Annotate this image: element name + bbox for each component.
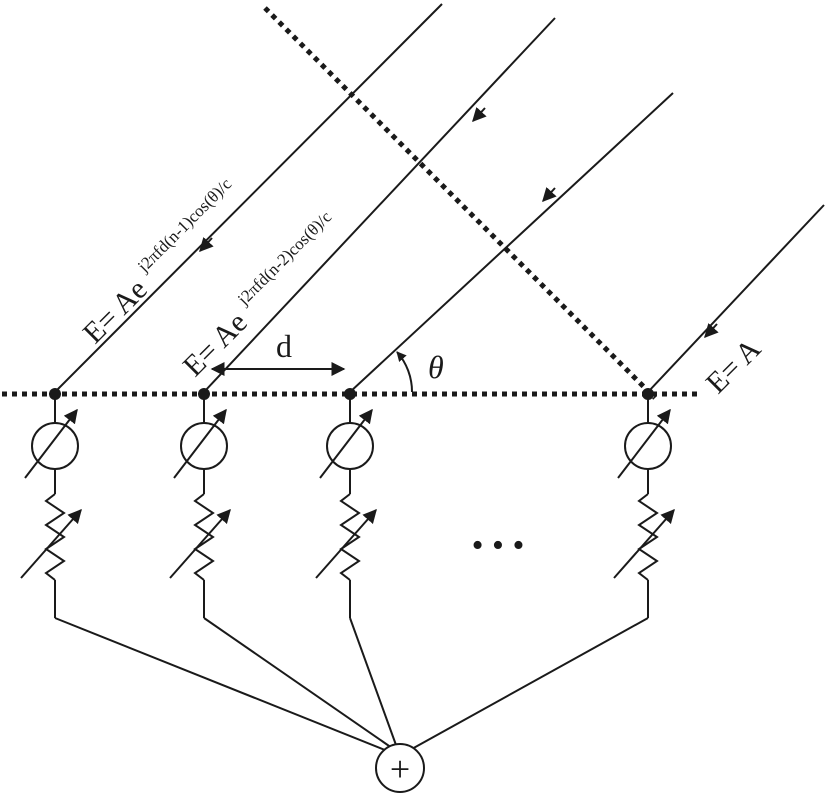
ray-element-n: [54, 3, 443, 393]
phase-shifter-arrow: [617, 408, 671, 479]
attenuator-resistor: [339, 493, 361, 581]
ray-element-n-2: [349, 92, 674, 393]
attenuator-arrow: [169, 508, 231, 579]
wavefront-line: [263, 6, 657, 400]
svg-text:E= A: E= A: [700, 332, 768, 400]
feed-wire: [409, 617, 649, 751]
svg-text:j2πfd(n-2)cos(θ)/c: j2πfd(n-2)cos(θ)/c: [233, 207, 335, 309]
ray-element-1: [647, 204, 825, 393]
field-label-ref: E= A: [700, 332, 768, 400]
phase-shifter-arrow: [24, 408, 78, 479]
phase-shifter-circle: [624, 422, 672, 470]
ellipsis-dots: • • •: [472, 527, 525, 564]
angle-label: θ: [428, 349, 444, 385]
attenuator-resistor: [44, 493, 66, 581]
element-branch: [20, 394, 82, 618]
phase-shifter-arrow: [173, 408, 227, 479]
summer-circle: [375, 743, 425, 793]
attenuator-arrow: [315, 508, 377, 579]
incident-rays: [54, 3, 825, 393]
feed-wire: [203, 617, 393, 749]
svg-text:E= Ae: E= Ae: [77, 273, 154, 350]
feed-wire: [349, 617, 397, 746]
phase-shifter-circle: [180, 422, 228, 470]
ray-arrow-2: [472, 106, 487, 123]
attenuator-arrow: [20, 508, 82, 579]
ray-arrow-1: [199, 236, 214, 253]
ray-element-n-1: [203, 17, 556, 393]
element-branch: [315, 394, 377, 618]
svg-text:E= Ae: E= Ae: [177, 306, 254, 383]
ray-arrow-3: [542, 186, 557, 203]
attenuator-resistor: [637, 493, 659, 581]
angle-arc: [396, 351, 414, 393]
feed-wire: [54, 617, 391, 753]
spacing-label: d: [276, 328, 292, 364]
element-branch: [613, 394, 675, 618]
summer-label: +: [390, 749, 410, 789]
attenuator-resistor: [193, 493, 215, 581]
field-label-n2: E= Ae j2πfd(n-2)cos(θ)/c: [177, 207, 336, 383]
element-branch: [169, 394, 231, 618]
element-branches: [20, 394, 675, 618]
phase-shifter-circle: [31, 422, 79, 470]
attenuator-arrow: [613, 508, 675, 579]
phase-shifter-arrow: [319, 408, 373, 479]
phase-shifter-circle: [326, 422, 374, 470]
ray-arrow-4: [704, 322, 719, 339]
